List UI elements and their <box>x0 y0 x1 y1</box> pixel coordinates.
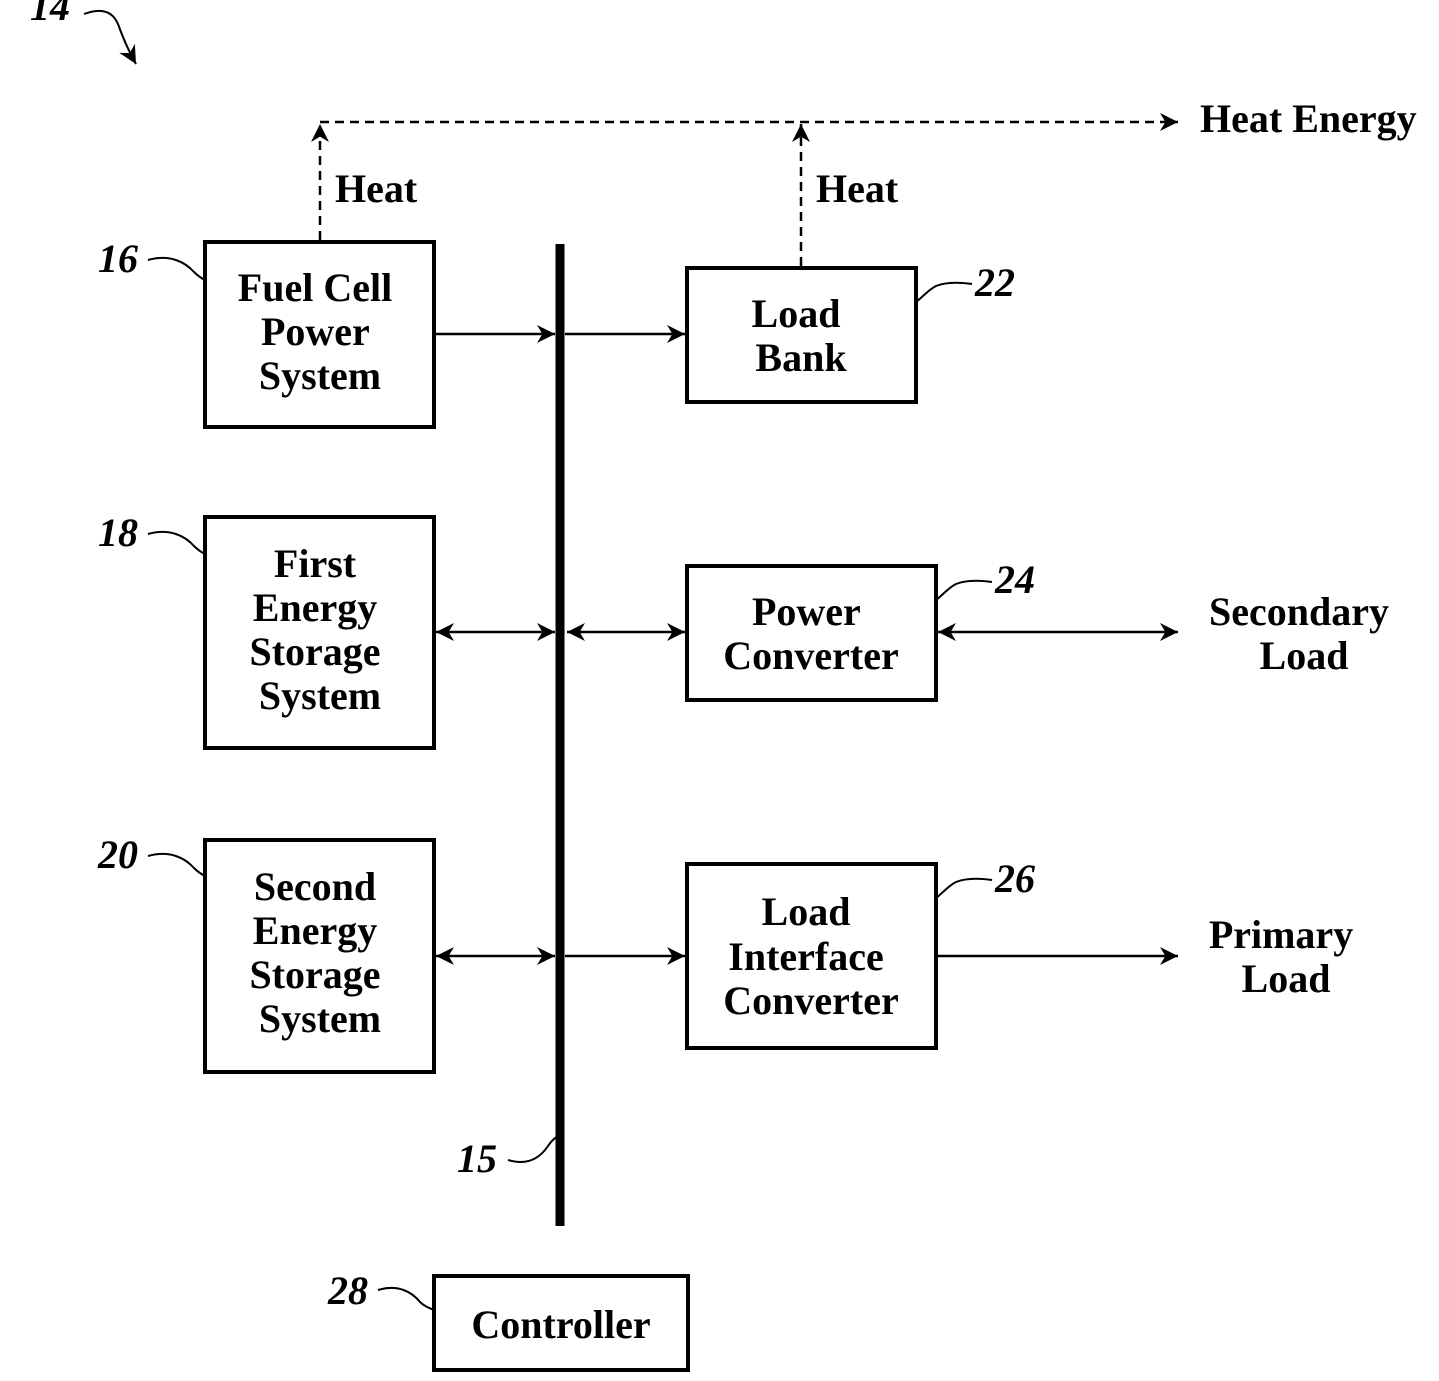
first-storage-ref-leader <box>148 532 205 554</box>
primary-load-label: Primary Load <box>1209 912 1363 1001</box>
secondary-load-label: Secondary Load <box>1209 589 1399 678</box>
heat-energy-label: Heat Energy <box>1200 96 1417 141</box>
first-storage-ref-label: 18 <box>98 510 138 555</box>
power-converter-ref-label: 24 <box>994 557 1035 602</box>
load-bank-label: Load Bank <box>752 291 851 380</box>
controller-ref-leader <box>378 1288 434 1310</box>
heat-label-load-bank: Heat <box>816 166 899 211</box>
second-storage-ref-label: 20 <box>97 832 138 877</box>
controller-ref-label: 28 <box>327 1268 368 1313</box>
figure-ref-leader <box>84 11 136 64</box>
bus-ref-leader <box>508 1136 558 1162</box>
load-interface-ref-label: 26 <box>994 856 1035 901</box>
fuel-cell-ref-label: 16 <box>98 236 138 281</box>
figure-ref-label: 14 <box>30 0 70 29</box>
fuel-cell-ref-leader <box>148 258 205 280</box>
power-converter-ref-leader <box>936 581 992 600</box>
fuel-cell-label: Fuel Cell Power System <box>238 265 402 398</box>
load-interface-ref-leader <box>936 879 992 898</box>
heat-label-fuel-cell: Heat <box>335 166 418 211</box>
second-storage-label: Second Energy Storage System <box>249 864 390 1041</box>
controller-label: Controller <box>471 1302 650 1347</box>
load-bank-ref-leader <box>916 283 972 302</box>
load-bank-ref-label: 22 <box>974 260 1015 305</box>
bus-ref-label: 15 <box>457 1136 497 1181</box>
second-storage-ref-leader <box>148 854 205 876</box>
